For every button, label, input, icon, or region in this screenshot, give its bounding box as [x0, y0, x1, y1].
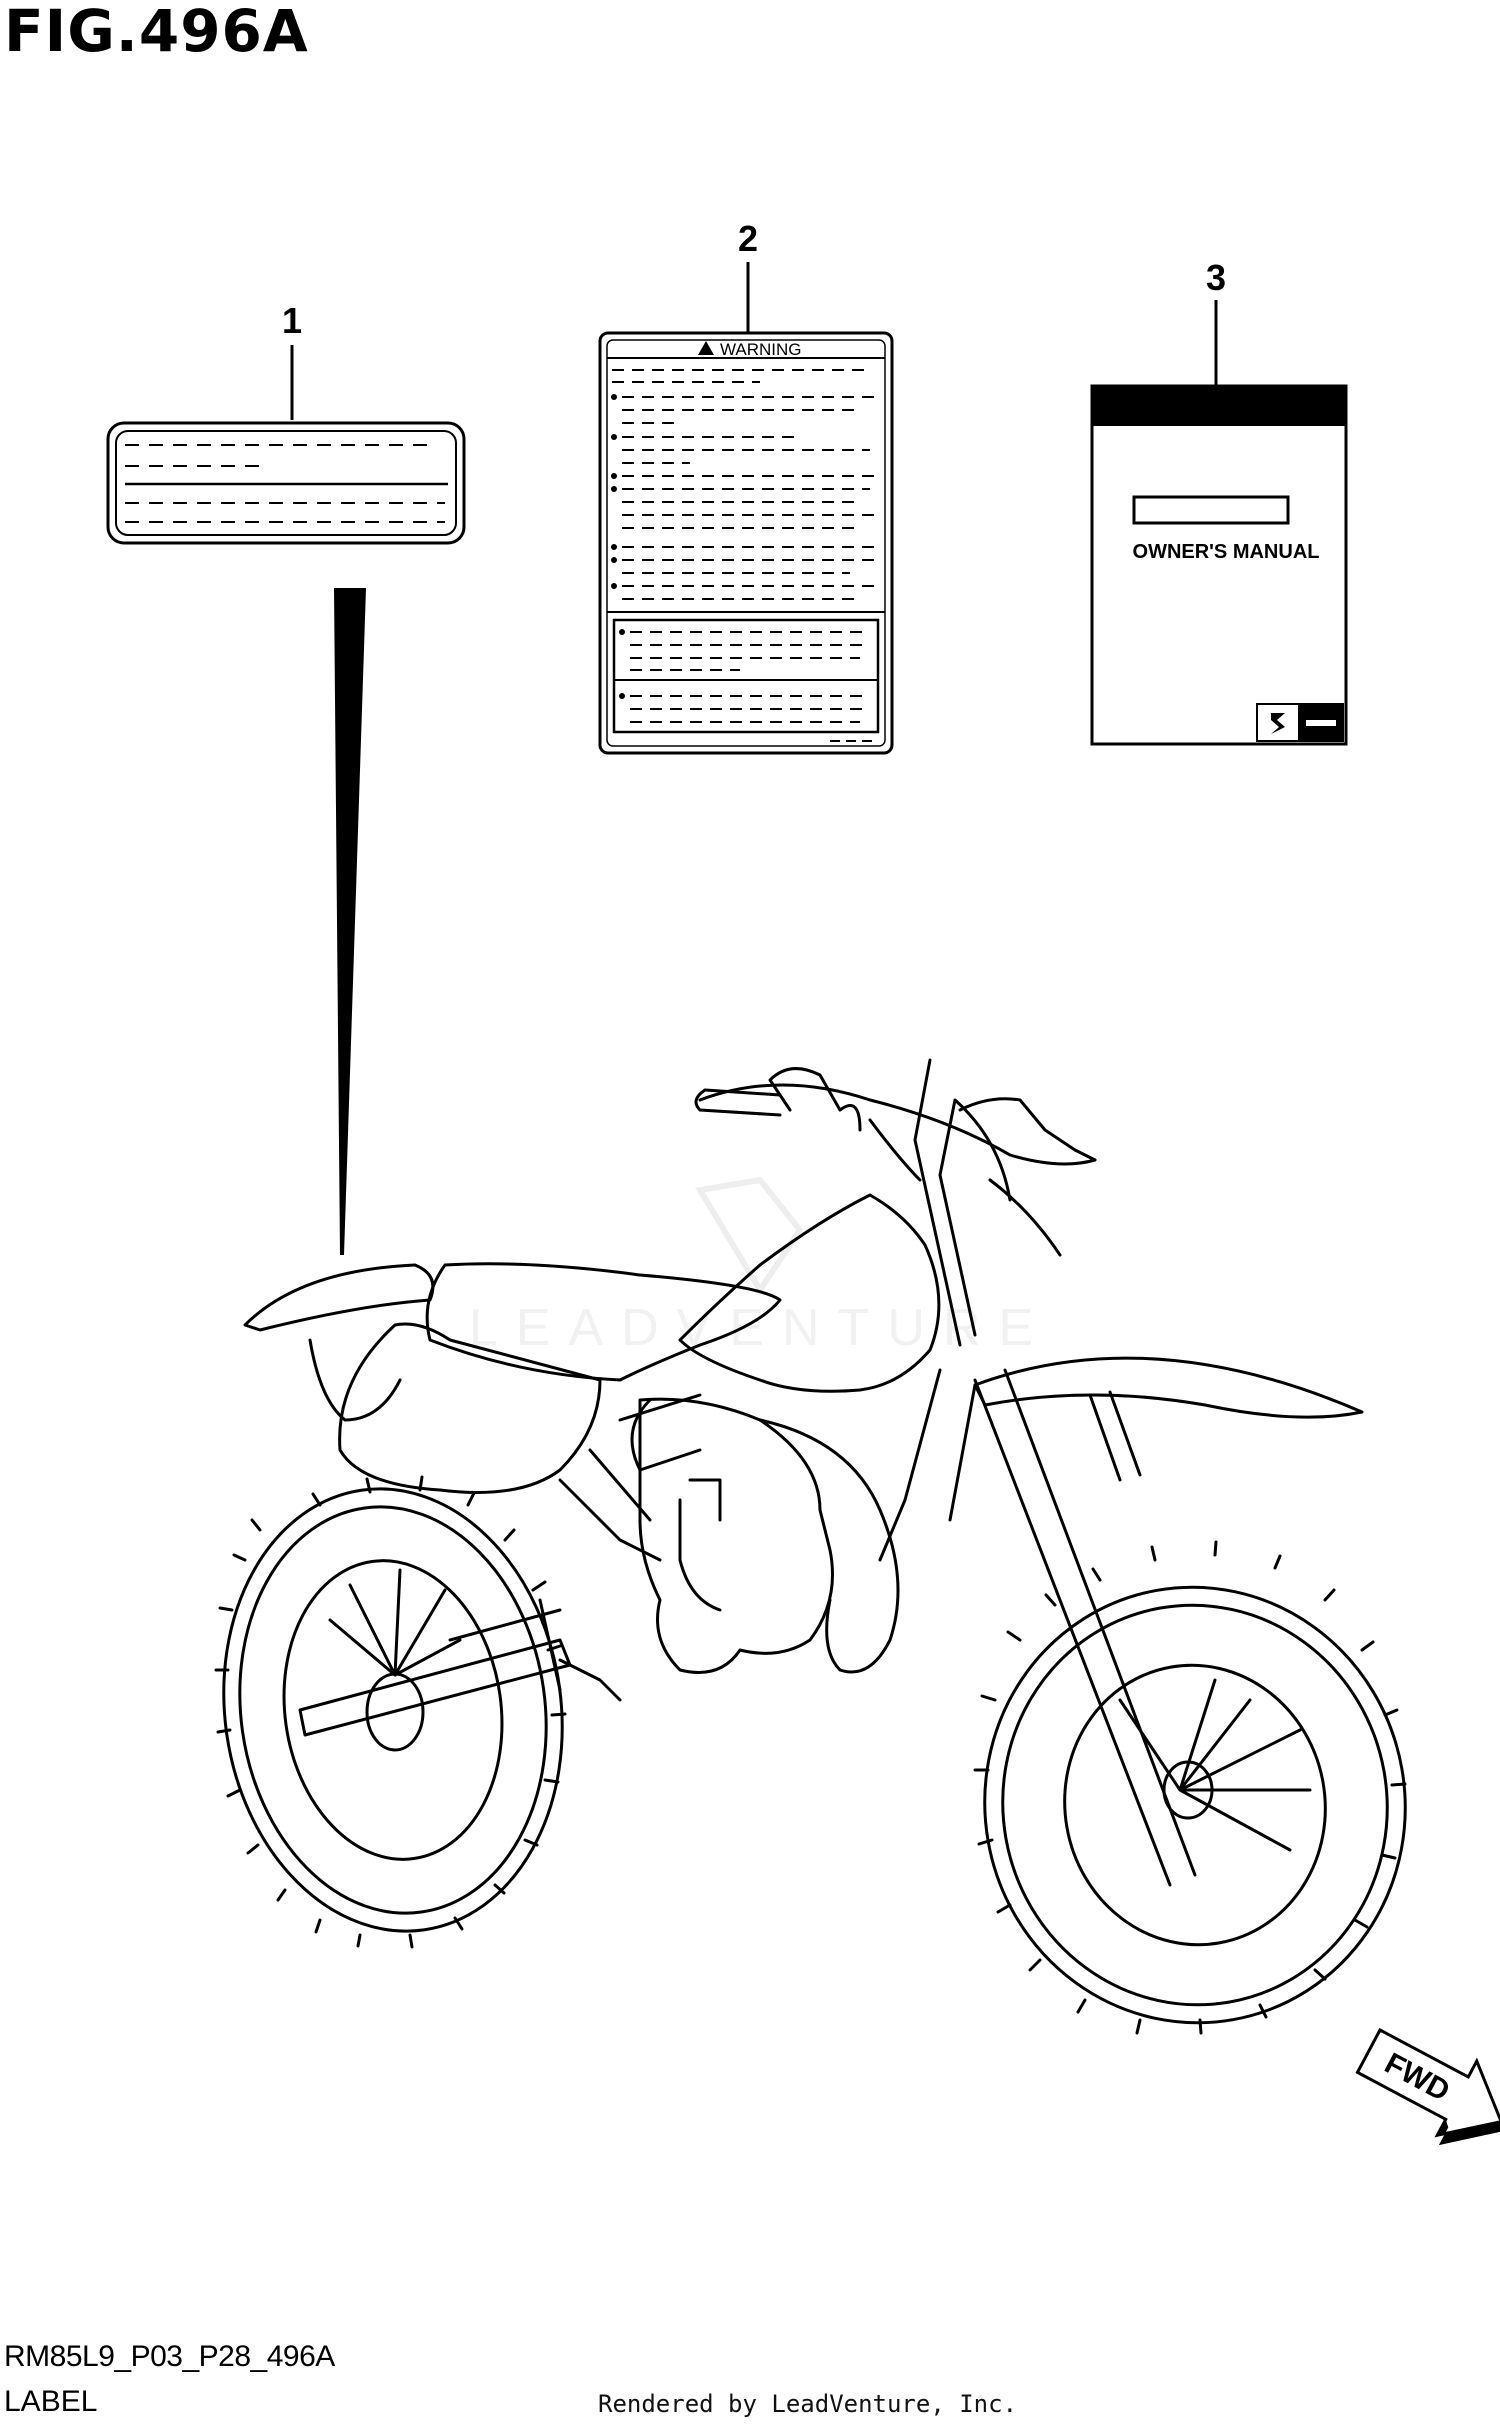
callout-1: 1	[282, 300, 302, 341]
motorcycle-illustration	[214, 1058, 1407, 2035]
warning-header: WARNING	[720, 340, 802, 359]
callout-2: 2	[738, 218, 758, 259]
part-2-warning-label[interactable]: 2 WARNING	[598, 218, 894, 755]
callout-3: 3	[1206, 257, 1226, 298]
suzuki-logo-icon	[1271, 713, 1285, 734]
figure-title: FIG.496A	[4, 0, 309, 65]
forward-direction-arrow: FWD	[1355, 2027, 1500, 2146]
figure-code: RM85L9_P03_P28_496A	[4, 2340, 335, 2373]
part-1-label[interactable]: 1	[106, 300, 466, 1255]
manual-cover-text: OWNER'S MANUAL	[1133, 541, 1320, 563]
watermark: LEADVENTURE	[469, 1176, 1051, 1357]
part-3-owners-manual[interactable]: 3 OWNER'S MANUAL	[1090, 257, 1348, 746]
section-label: LABEL	[4, 2385, 98, 2418]
watermark-text: LEADVENTURE	[469, 1299, 1051, 1357]
warning-triangle-icon	[698, 341, 714, 355]
render-credit: Rendered by LeadVenture, Inc.	[598, 2390, 1018, 2418]
